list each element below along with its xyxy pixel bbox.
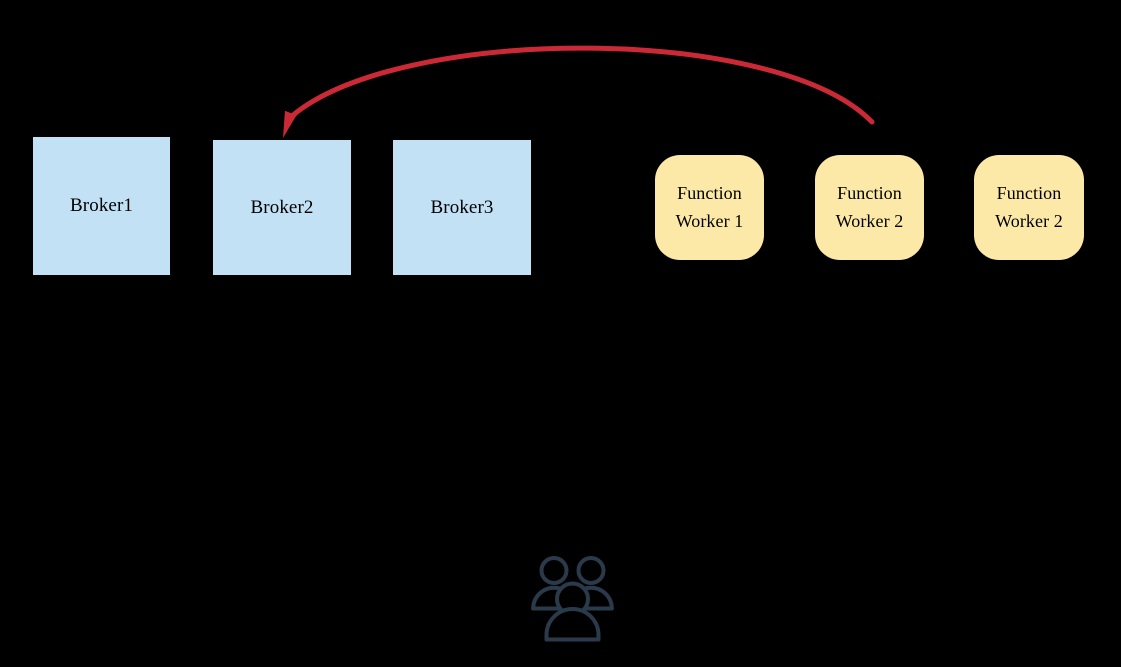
users-icon-container [531,555,614,642]
function-worker-node-3[interactable]: Function Worker 2 [974,155,1084,260]
users-body-center-icon [544,607,601,642]
broker-node-2[interactable]: Broker2 [213,140,351,275]
broker-node-1[interactable]: Broker1 [33,137,170,275]
broker-node-3[interactable]: Broker3 [393,140,531,275]
arrow-curve-path [289,45,875,125]
function-worker-node-1[interactable]: Function Worker 1 [655,155,764,260]
users-head-left-icon [539,556,569,585]
users-head-right-icon [576,556,606,585]
arrow-head-icon [283,110,297,138]
users-group-icon [531,556,614,642]
worker2-to-broker2-arrow [283,45,875,138]
function-worker-node-2[interactable]: Function Worker 2 [815,155,924,260]
